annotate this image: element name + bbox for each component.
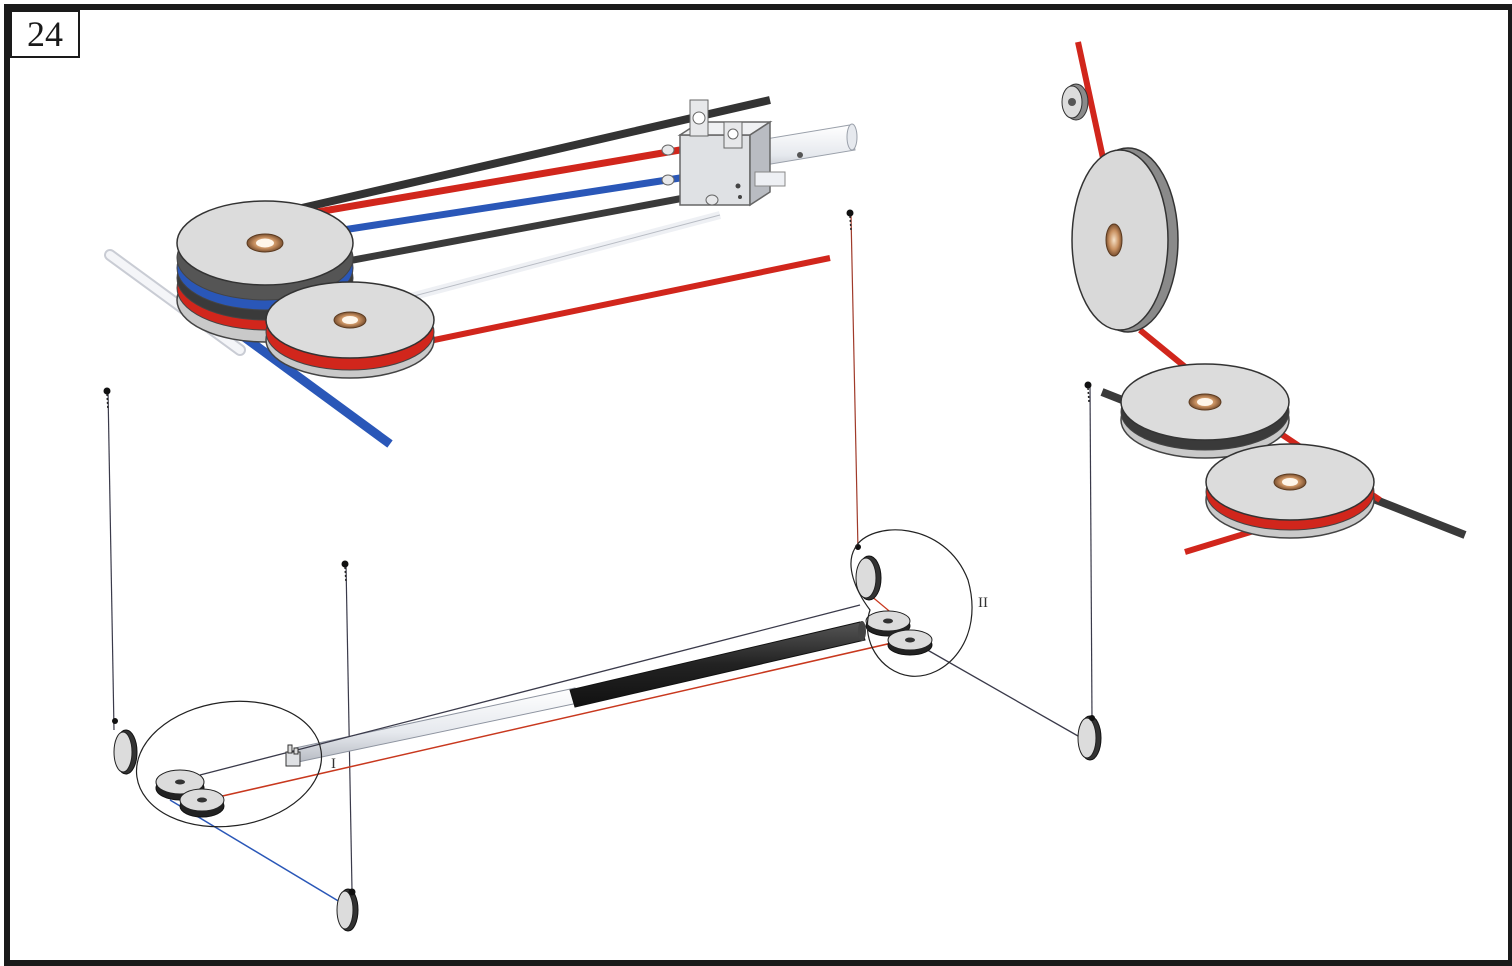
- hanging-rope-middle: [345, 563, 353, 891]
- pulley-icon: [1061, 83, 1089, 121]
- callout-label-two: II: [978, 595, 988, 611]
- pulley-icon: [336, 888, 359, 932]
- pulley-icon: [1120, 363, 1290, 459]
- blue-rope-main: [169, 799, 346, 906]
- pulley-icon: [887, 629, 933, 656]
- step-number: 24: [10, 10, 80, 58]
- callout-circle-one: [135, 700, 323, 828]
- anchor-point-icon: [341, 560, 349, 583]
- dark-tube-main: [569, 621, 866, 708]
- pulley-icon: [1071, 147, 1179, 333]
- anchor-point-icon: [1084, 381, 1092, 403]
- pulley-icon: [179, 788, 225, 818]
- detail-view-two: [1061, 41, 1467, 555]
- rope-clamp-icon: [285, 744, 301, 767]
- red-rope-main: [204, 639, 906, 801]
- callout-label-one: I: [331, 756, 336, 772]
- pulley-icon: [1077, 715, 1102, 761]
- hanging-rope-left: [107, 389, 115, 731]
- hanging-rope-right: [850, 214, 859, 551]
- callout-circle-two: [850, 529, 973, 677]
- anchor-point-icon: [846, 209, 854, 231]
- anchor-point-icon: [103, 387, 111, 411]
- pulley-icon: [265, 281, 435, 379]
- figure-frame: [4, 4, 1512, 966]
- rope-clamp-icon: [661, 99, 786, 207]
- pulley-icon: [1205, 443, 1375, 539]
- main-assembly: I II: [103, 209, 1102, 932]
- blue-rope-upper: [329, 174, 681, 236]
- red-rope-upper: [299, 146, 681, 219]
- detail-view-one: [104, 96, 858, 448]
- pulley-icon: [865, 610, 911, 637]
- pulley-icon: [112, 718, 138, 775]
- hanging-rope-far-right: [1089, 384, 1093, 721]
- black-rope-top: [249, 96, 771, 224]
- red-rope-lower: [409, 255, 831, 348]
- black-rope-lower: [299, 191, 701, 274]
